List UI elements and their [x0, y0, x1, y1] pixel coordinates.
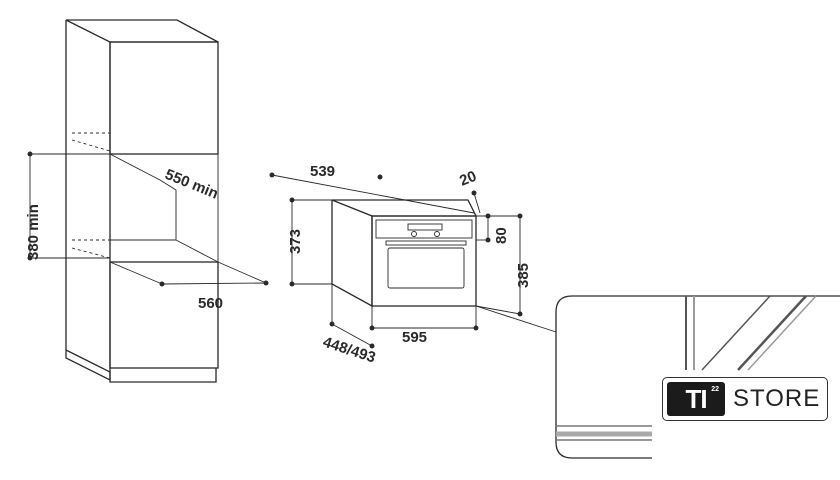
front-offset-label: 20 — [457, 168, 479, 190]
oven-depth-label: 539 — [310, 163, 335, 180]
body-depth-label: 448/493 — [321, 334, 378, 367]
oven-drawing — [269, 172, 557, 349]
logo-store-text: STORE — [733, 385, 821, 412]
logo-superscript: 22 — [711, 386, 719, 393]
cabinet-drawing — [27, 19, 269, 383]
niche-depth-label: 550 min — [163, 166, 221, 203]
total-height-label: 385 — [515, 263, 532, 288]
panel-height-label: 80 — [493, 227, 510, 244]
detail-callout — [555, 295, 840, 459]
ti-store-logo: TI 22 STORE — [662, 377, 828, 421]
niche-width-label: 560 — [198, 295, 223, 312]
front-height-label: 373 — [287, 229, 304, 254]
niche-height-label: 380 min — [25, 204, 42, 260]
logo-mark: TI 22 — [667, 382, 725, 416]
oven-width-label: 595 — [402, 329, 427, 346]
logo-mark-text: TI — [685, 383, 707, 414]
